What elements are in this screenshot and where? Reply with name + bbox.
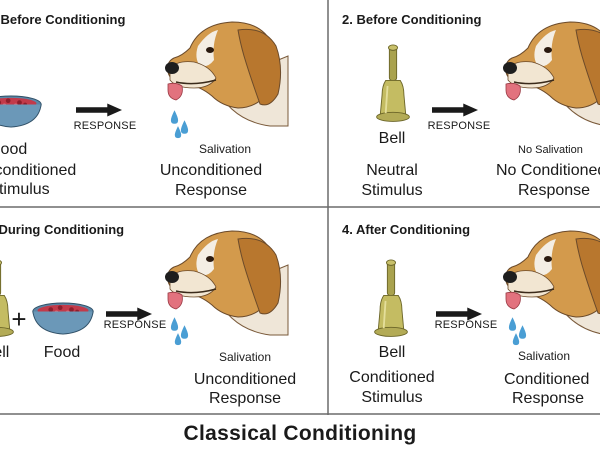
stimulus-line-2: Stimulus	[361, 182, 423, 199]
food-bowl-icon	[30, 299, 96, 339]
response-line-2: Response	[512, 390, 585, 407]
response-label: RESPONSE	[434, 319, 498, 331]
bell-icon	[374, 44, 412, 126]
response-line-1: Unconditioned	[159, 162, 263, 179]
response-line-2: Response	[208, 390, 282, 407]
water-drop-icon	[508, 317, 517, 332]
panel-title: 1. Before Conditioning	[0, 12, 126, 27]
water-drop-icon	[512, 333, 520, 346]
response-label: RESPONSE	[73, 120, 137, 132]
arrow-right-icon	[76, 103, 122, 117]
result-label: Salivation	[518, 349, 571, 363]
water-drop-icon	[174, 126, 182, 139]
item-label-2: Food	[43, 344, 81, 361]
response-line-1: Unconditioned	[193, 371, 297, 388]
result-label: Salivation	[218, 350, 272, 364]
water-drop-icon	[170, 110, 179, 125]
main-title: Classical Conditioning	[183, 422, 417, 445]
stimulus-line-1: Neutral	[366, 162, 418, 179]
stimulus-line-1: Unconditioned	[0, 162, 77, 179]
response-line-1: No Conditioned	[496, 162, 600, 179]
response-line-2: Response	[518, 182, 591, 199]
water-drop-icon	[170, 317, 179, 332]
tongue	[504, 82, 524, 102]
tongue	[166, 82, 186, 102]
panel-title: 4. After Conditioning	[342, 222, 471, 237]
panel-during-conditioning: 3. During Conditioning Bell + Food RESPO…	[0, 207, 328, 415]
tongue	[166, 291, 186, 311]
response-line-1: Conditioned	[504, 371, 590, 388]
panel-frame	[0, 0, 600, 415]
result-label: No Salivation	[518, 144, 583, 156]
response-line-2: Response	[174, 182, 248, 199]
panel-title: 2. Before Conditioning	[342, 12, 482, 27]
item-label: Food	[0, 141, 28, 158]
item-label: Bell	[378, 344, 406, 361]
item-label: Bell	[378, 130, 406, 147]
stimulus-line-2: Stimulus	[0, 181, 50, 198]
item-label: Bell	[0, 344, 10, 361]
food-bowl-icon	[0, 92, 44, 132]
bell-icon	[372, 259, 410, 341]
dog-icon	[498, 16, 600, 131]
dog-icon	[160, 225, 290, 340]
tongue	[504, 291, 524, 311]
plus-sign: +	[11, 304, 27, 334]
response-label: RESPONSE	[103, 319, 167, 331]
arrow-right-icon	[432, 103, 478, 117]
panel-before-conditioning-1: 1. Before Conditioning Food Unconditione…	[0, 0, 328, 207]
panel-title: 3. During Conditioning	[0, 222, 125, 237]
panel-after-conditioning: 4. After Conditioning Bell Conditioned S…	[328, 207, 600, 415]
result-label: Salivation	[198, 142, 252, 156]
dog-icon	[160, 16, 290, 131]
response-label: RESPONSE	[427, 120, 491, 132]
panel-before-conditioning-2: 2. Before Conditioning Bell Neutral Stim…	[328, 0, 600, 207]
water-drop-icon	[174, 333, 182, 346]
stimulus-line-1: Conditioned	[349, 369, 435, 386]
stimulus-line-2: Stimulus	[361, 389, 423, 406]
